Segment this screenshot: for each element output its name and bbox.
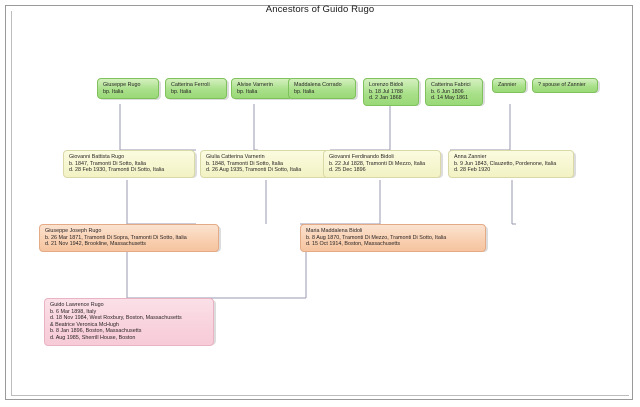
person-name: Alvise Varnerin [237,82,273,88]
person-name: Giulia Catterina Varnerin [206,154,265,160]
person-detail: bp. Italia [237,88,258,95]
person-birth: b. 6 Mar 1898, Italy [50,308,97,315]
person-node-catterina-ferroli[interactable]: Catterina Ferroli bp. Italia [165,78,227,100]
person-detail: bp. Italia [103,88,124,95]
person-birth: b. 1847, Tramonti Di Sotto, Italia [69,160,147,167]
person-node-giovanni-battista-rugo[interactable]: Giovanni Battista Rugo b. 1847, Tramonti… [63,150,195,178]
spouse-death: d. Aug 1985, Sherrill House, Boston [50,334,136,341]
person-node-anna-zannier[interactable]: Anna Zannier b. 9 Jun 1843, Clauzetto, P… [448,150,574,178]
person-node-catterina-fabrici[interactable]: Catterina Fabrici b. 6 Jun 1806 d. 14 Ma… [425,78,483,106]
person-birth: b. 22 Jul 1828, Tramonti Di Mezzo, Itali… [329,160,426,167]
person-death: d. 18 Nov 1984, West Roxbury, Boston, Ma… [50,315,182,322]
person-name: Giovanni Battista Rugo [69,154,125,160]
person-node-maddalena-corrado[interactable]: Maddalena Corrado bp. Italia [288,78,356,100]
person-node-alvise-varnerin[interactable]: Alvise Varnerin bp. Italia [231,78,293,100]
person-node-guido-lawrence-rugo[interactable]: Guido Lawrence Rugo b. 6 Mar 1898, Italy… [44,298,214,346]
person-name: Giovanni Ferdinando Bidoli [329,154,394,160]
person-name: Zannier [498,82,517,88]
person-name: Lorenzo Bidoli [369,82,404,88]
chart-title: Ancestors of Guido Rugo [265,4,375,15]
person-birth: b. 8 Aug 1870, Tramonti Di Mezzo, Tramon… [306,234,447,241]
person-name: Guido Lawrence Rugo [50,302,104,308]
person-birth: b. 26 Mar 1871, Tramonti Di Sopra, Tramo… [45,234,187,241]
person-death: d. 14 May 1861 [431,95,469,102]
person-birth: b. 6 Jun 1806 [431,88,464,95]
person-node-zannier[interactable]: Zannier [492,78,526,93]
person-node-giovanni-ferdinando-bidoli[interactable]: Giovanni Ferdinando Bidoli b. 22 Jul 182… [323,150,441,178]
person-detail: bp. Italia [294,88,315,95]
spouse-birth: b. 8 Jan 1896, Boston, Massachusetts [50,328,142,335]
person-birth: b. 18 Jul 1788 [369,88,403,95]
person-name: Anna Zannier [454,154,487,160]
person-name: Catterina Fabrici [431,82,471,88]
person-node-giuseppe-rugo[interactable]: Giuseppe Rugo bp. Italia [97,78,159,100]
person-death: d. 21 Nov 1942, Brookline, Massachusetts [45,241,146,248]
person-death: d. 2 Jan 1868 [369,95,402,102]
person-name: Maria Maddalena Bidoli [306,228,363,234]
person-birth: b. 1848, Tramonti Di Sotto, Italia [206,160,284,167]
person-birth: b. 9 Jun 1843, Clauzetto, Pordenone, Ita… [454,160,557,167]
person-death: d. 15 Oct 1914, Boston, Massachusetts [306,241,401,248]
person-detail: bp. Italia [171,88,192,95]
person-name: Giuseppe Joseph Rugo [45,228,102,234]
person-node-spouse-of-zannier[interactable]: ? spouse of Zannier [532,78,598,93]
person-name: Maddalena Corrado [294,82,342,88]
person-node-maria-maddalena-bidoli[interactable]: Maria Maddalena Bidoli b. 8 Aug 1870, Tr… [300,224,486,252]
person-name: Catterina Ferroli [171,82,210,88]
spouse-name: & Beatrice Veronica McHugh [50,321,119,328]
person-node-giuseppe-joseph-rugo[interactable]: Giuseppe Joseph Rugo b. 26 Mar 1871, Tra… [39,224,219,252]
person-death: d. 26 Aug 1935, Tramonti Di Sotto, Itali… [206,167,302,174]
person-node-giulia-catterina-varnerin[interactable]: Giulia Catterina Varnerin b. 1848, Tramo… [200,150,332,178]
person-death: d. 25 Dec 1896 [329,167,366,174]
person-name: Giuseppe Rugo [103,82,141,88]
person-death: d. 28 Feb 1930, Tramonti Di Sotto, Itali… [69,167,165,174]
person-death: d. 28 Feb 1920 [454,167,491,174]
person-node-lorenzo-bidoli[interactable]: Lorenzo Bidoli b. 18 Jul 1788 d. 2 Jan 1… [363,78,419,106]
person-name: ? spouse of Zannier [538,82,586,88]
